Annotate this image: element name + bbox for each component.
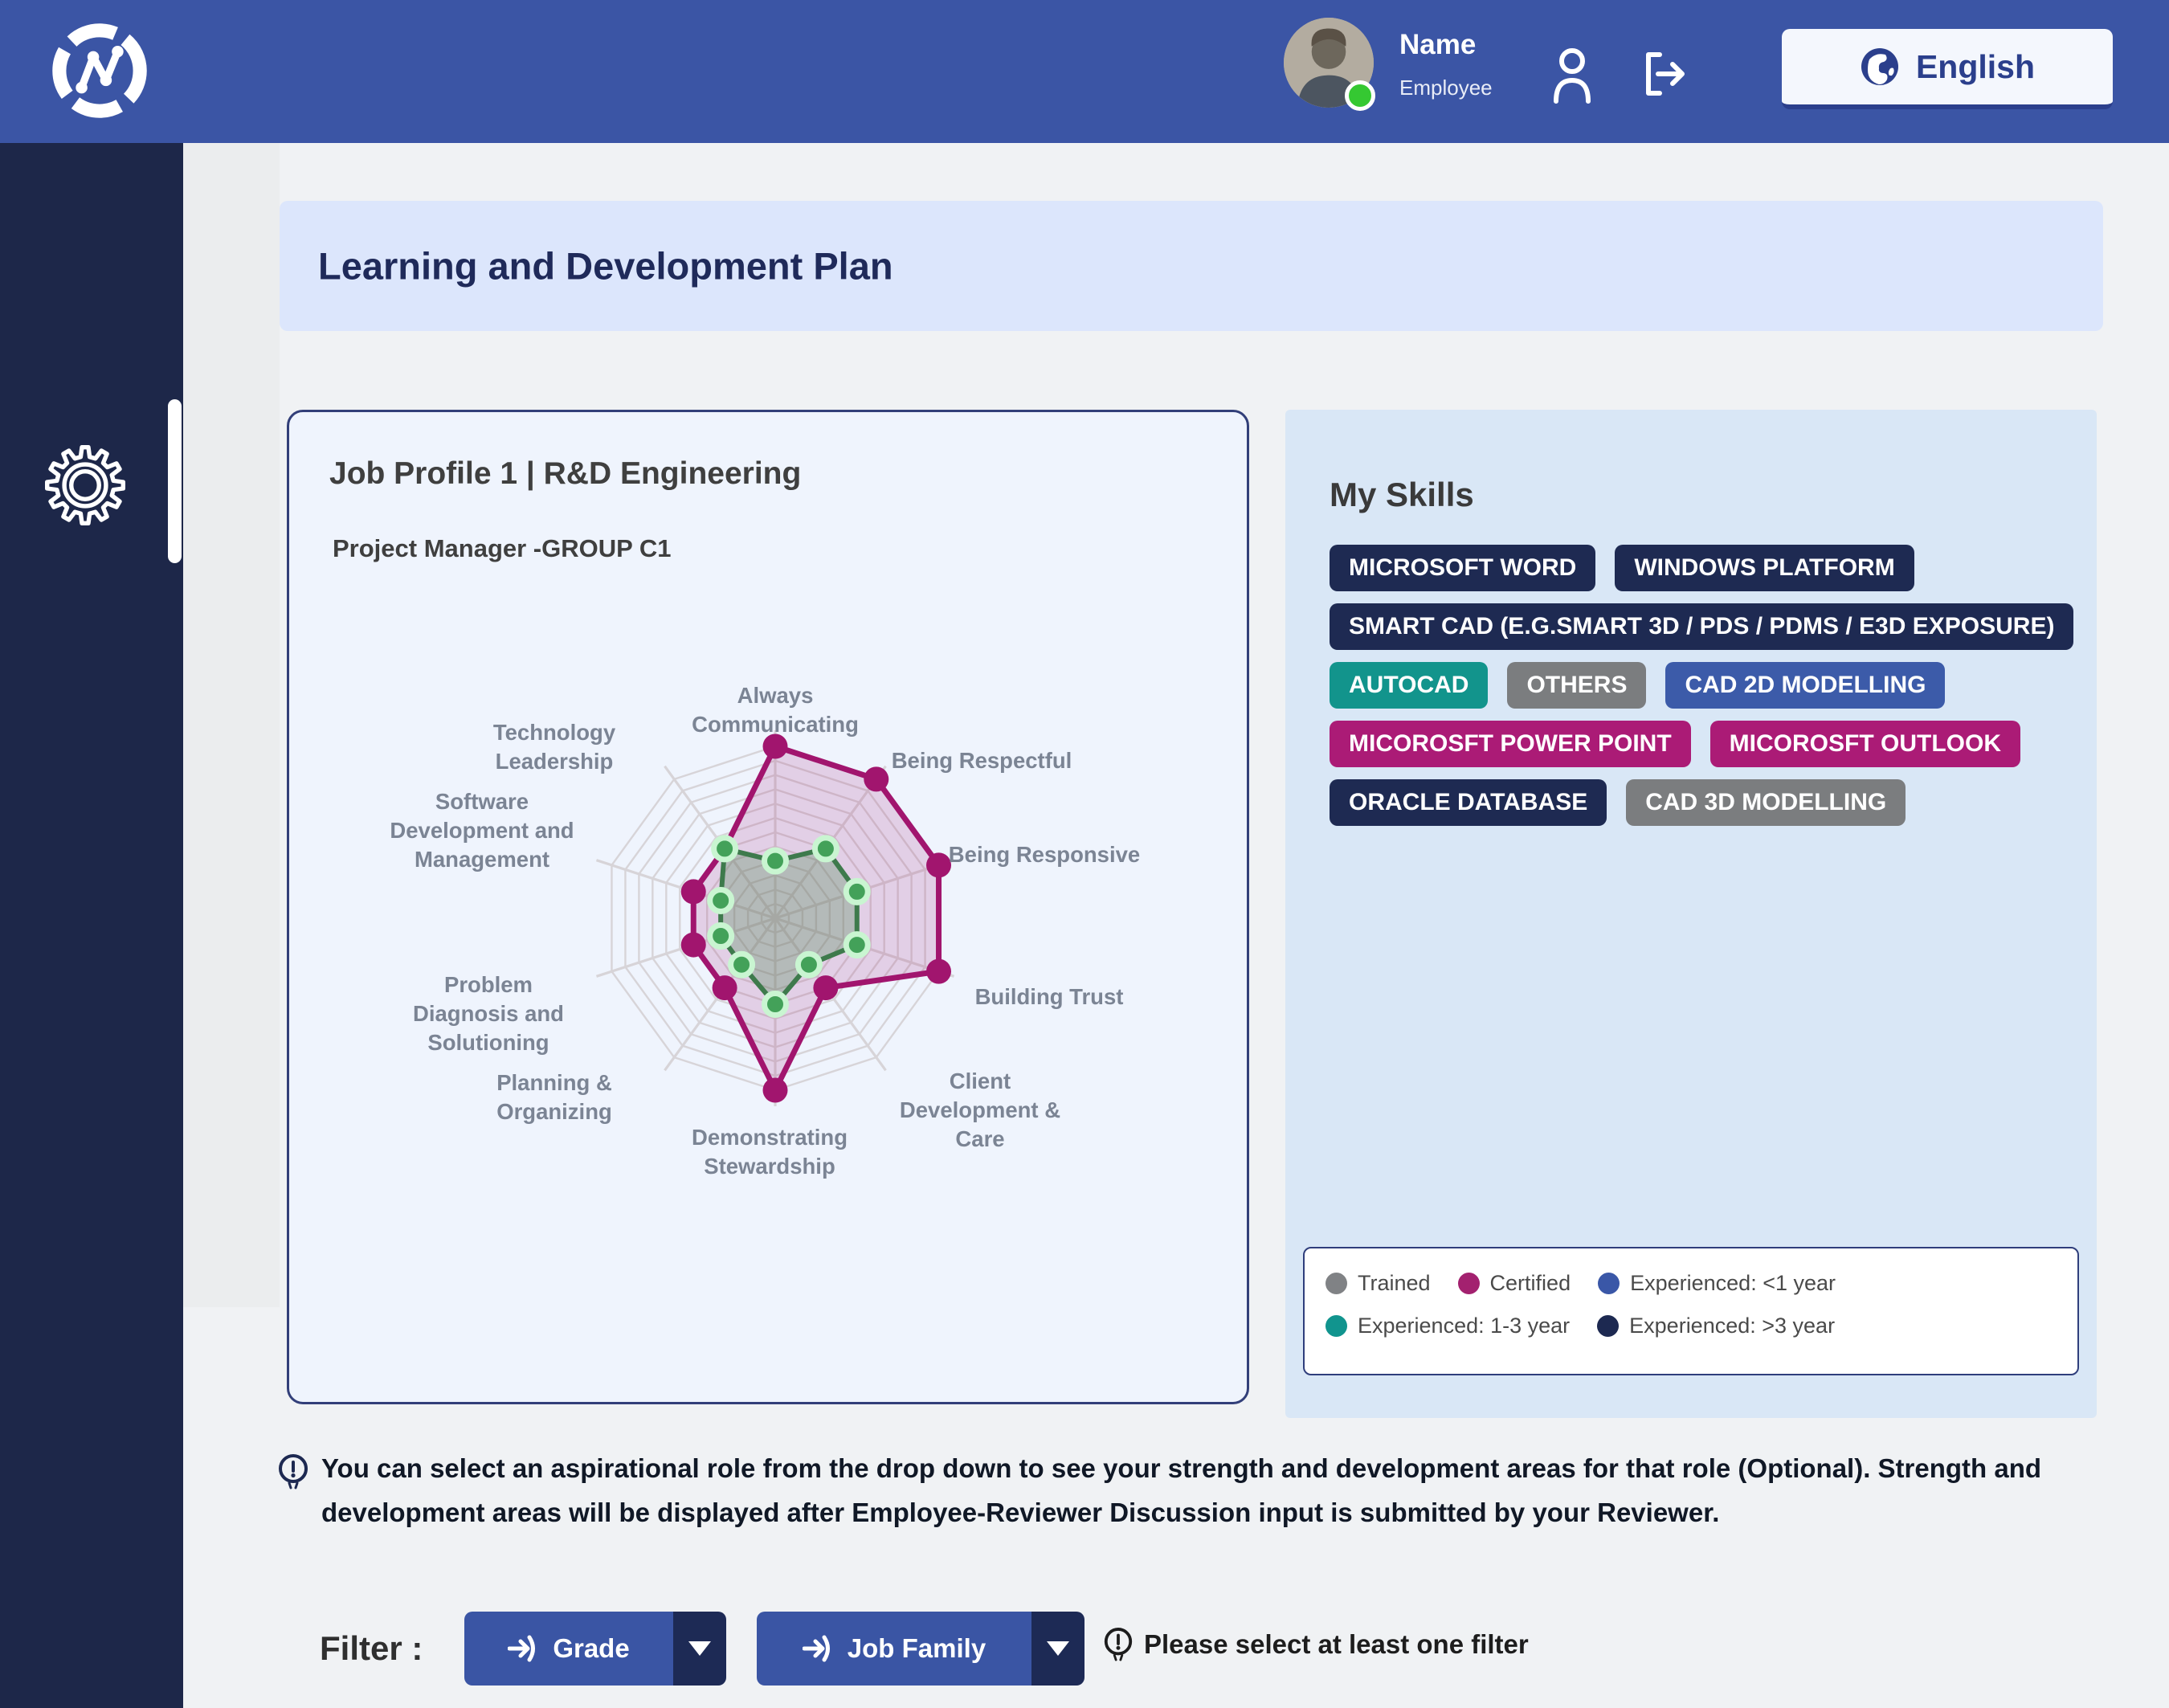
skill-badge: CAD 3D MODELLING <box>1626 779 1906 826</box>
language-button[interactable]: English <box>1782 29 2113 109</box>
top-header-bar: Name Employee English <box>0 0 2169 143</box>
radar-axis-label: Being Responsive <box>949 842 1140 867</box>
skill-badge: MICOROSFT OUTLOOK <box>1709 721 2020 767</box>
profile-icon[interactable] <box>1550 45 1595 104</box>
my-skills-title: My Skills <box>1330 476 1474 513</box>
grade-dropdown-main: Grade <box>464 1612 673 1686</box>
legend-item: Experienced: <1 year <box>1598 1271 1836 1296</box>
legend-color-dot <box>1326 1273 1347 1294</box>
skill-badge: WINDOWS PLATFORM <box>1615 545 1914 591</box>
settings-gear-icon[interactable] <box>42 442 129 529</box>
radar-axis-label: Planning &Organizing <box>496 1070 612 1124</box>
note-text: You can select an aspirational role from… <box>321 1453 2042 1527</box>
page-title: Learning and Development Plan <box>318 244 893 288</box>
filter-label: Filter : <box>320 1629 423 1667</box>
job-family-dropdown-caret <box>1031 1612 1084 1686</box>
job-profile-subtitle: Project Manager -GROUP C1 <box>333 534 672 562</box>
filter-hint: Please select at least one filter <box>1102 1626 1529 1663</box>
enter-arrow-icon <box>802 1635 830 1662</box>
my-skills-panel: My Skills MICROSOFT WORD WINDOWS PLATFORM… <box>1285 410 2097 1418</box>
legend-item: Certified <box>1457 1271 1571 1296</box>
info-seal-icon <box>279 1454 308 1489</box>
enter-arrow-icon <box>508 1635 536 1662</box>
skill-badge-row: MICROSOFT WORD WINDOWS PLATFORM <box>1330 545 2065 591</box>
legend-item: Experienced: 1-3 year <box>1326 1314 1570 1338</box>
user-role: Employee <box>1399 76 1493 100</box>
legend-color-dot <box>1597 1315 1620 1337</box>
skill-badge: SMART CAD (E.G.SMART 3D / PDS / PDMS / E… <box>1330 603 2074 650</box>
legend-label: Experienced: 1-3 year <box>1358 1314 1571 1338</box>
legend-label: Experienced: >3 year <box>1629 1314 1836 1338</box>
skill-badge-row: AUTOCAD OTHERS CAD 2D MODELLING <box>1330 662 2065 709</box>
skill-badge-row: MICOROSFT POWER POINT MICOROSFT OUTLOOK <box>1330 721 2065 767</box>
user-name: Name <box>1399 29 1477 60</box>
logout-icon[interactable] <box>1639 48 1690 100</box>
legend-item: Trained <box>1326 1271 1431 1296</box>
job-profile-card: Job Profile 1 | R&D Engineering Project … <box>287 410 1249 1404</box>
skill-badge: MICROSOFT WORD <box>1330 545 1596 591</box>
job-family-dropdown-label: Job Family <box>847 1633 986 1663</box>
page-title-banner: Learning and Development Plan <box>280 201 2103 331</box>
aspirational-role-note: You can select an aspirational role from… <box>276 1446 2124 1534</box>
legend-label: Trained <box>1358 1271 1431 1295</box>
skill-badge-row: ORACLE DATABASE CAD 3D MODELLING <box>1330 779 2065 826</box>
chevron-down-icon <box>688 1641 711 1656</box>
skill-badge: CAD 2D MODELLING <box>1665 662 1946 709</box>
app-logo-icon <box>52 23 147 118</box>
info-seal-icon <box>1104 1628 1133 1661</box>
filter-hint-text: Please select at least one filter <box>1144 1629 1529 1659</box>
globe-icon <box>1861 48 1898 85</box>
sidebar-nav <box>0 143 183 1708</box>
legend-color-dot <box>1457 1273 1480 1294</box>
active-nav-indicator <box>168 399 182 563</box>
grade-dropdown-caret <box>673 1612 726 1686</box>
skill-badge: ORACLE DATABASE <box>1330 779 1607 826</box>
skill-badge: OTHERS <box>1507 662 1647 709</box>
online-status-dot <box>1345 80 1375 111</box>
job-family-dropdown-main: Job Family <box>757 1612 1031 1686</box>
radar-axis-label: Being Respectful <box>892 748 1072 773</box>
job-profile-title: Job Profile 1 | R&D Engineering <box>329 456 802 491</box>
job-family-dropdown[interactable]: Job Family <box>757 1612 1084 1686</box>
radar-axis-label: Building Trust <box>975 984 1124 1009</box>
grade-dropdown[interactable]: Grade <box>464 1612 726 1686</box>
chevron-down-icon <box>1047 1641 1069 1656</box>
legend-color-dot <box>1598 1273 1620 1294</box>
grade-dropdown-label: Grade <box>553 1633 630 1663</box>
language-label: English <box>1915 47 2036 85</box>
skill-badge-row: SMART CAD (E.G.SMART 3D / PDS / PDMS / E… <box>1330 603 2074 650</box>
legend-label: Experienced: <1 year <box>1630 1271 1836 1295</box>
skill-badge: MICOROSFT POWER POINT <box>1330 721 1691 767</box>
skills-badge-list: MICROSOFT WORD WINDOWS PLATFORM SMART CAD … <box>1330 545 2074 838</box>
legend-item: Experienced: >3 year <box>1597 1314 1835 1338</box>
legend-label: Certified <box>1489 1271 1571 1295</box>
user-avatar[interactable] <box>1284 18 1375 111</box>
content-gutter <box>183 143 280 1307</box>
legend-color-dot <box>1326 1315 1347 1337</box>
skill-badge: AUTOCAD <box>1330 662 1489 709</box>
